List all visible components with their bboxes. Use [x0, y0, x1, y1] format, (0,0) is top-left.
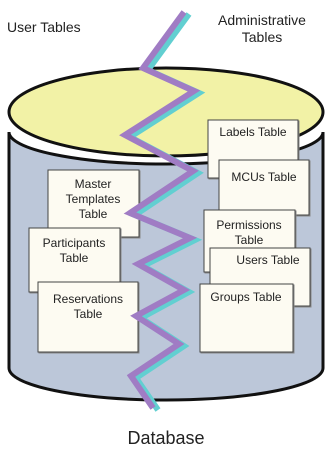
administrative-tables-heading: Administrative Tables	[212, 12, 312, 46]
card-users-line1: Users Table	[236, 253, 299, 267]
card-permissions-line2: Table	[235, 233, 264, 247]
user-tables-heading: User Tables	[7, 19, 81, 35]
card-master-line3: Table	[79, 207, 108, 221]
administrative-heading-line2: Tables	[241, 29, 283, 45]
card-labels-line1: Labels Table	[219, 125, 286, 139]
card-master-templates-table: Master Templates Table	[47, 169, 140, 238]
card-groups-table: Groups Table	[199, 283, 294, 353]
card-participants-line2: Table	[60, 251, 89, 265]
card-reservations-line1: Reservations	[53, 292, 123, 306]
card-groups-line1: Groups Table	[210, 290, 281, 304]
card-mcus-line1: MCUs Table	[231, 170, 296, 184]
divider-shadow-line	[124, 12, 206, 412]
card-participants-line1: Participants	[43, 236, 106, 250]
card-participants-table: Participants Table	[28, 227, 121, 293]
card-reservations-line2: Table	[74, 307, 103, 321]
card-master-line2: Templates	[66, 192, 121, 206]
card-mcus-table: MCUs Table	[218, 159, 310, 216]
database-caption: Database	[127, 428, 205, 448]
card-permissions-line1: Permissions	[216, 218, 281, 232]
card-master-line1: Master	[75, 177, 112, 191]
divider-line	[119, 10, 201, 410]
card-reservations-table: Reservations Table	[37, 281, 139, 353]
administrative-heading-line1: Administrative	[218, 12, 306, 28]
